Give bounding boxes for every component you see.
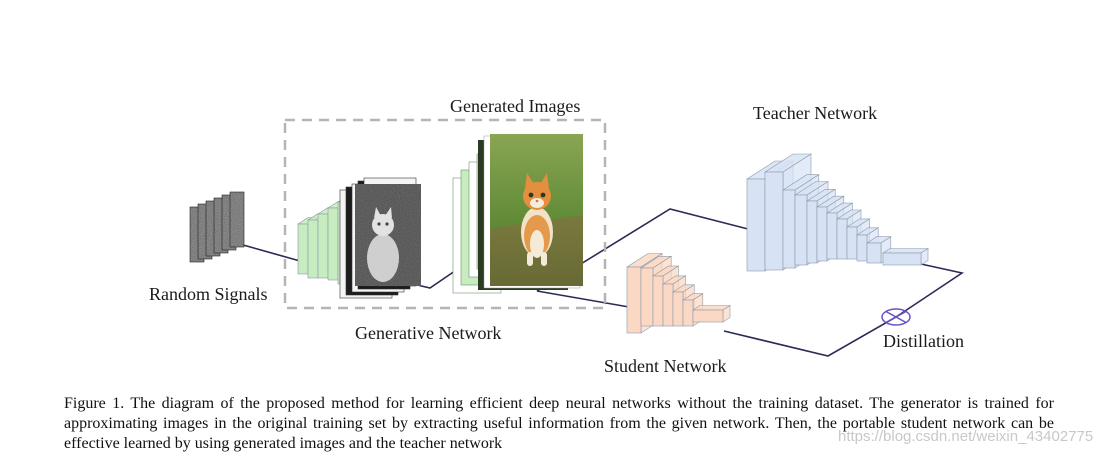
generated-cat-images [452, 134, 583, 294]
distillation-label: Distillation [883, 331, 964, 351]
distillation-symbol [881, 308, 911, 326]
figure-caption: Figure 1. The diagram of the proposed me… [64, 395, 1054, 452]
random-signals-icon [189, 191, 245, 263]
student-to-distillation-line [723, 316, 897, 357]
signal-to-generator-line [235, 242, 301, 262]
teacher-layer [881, 247, 930, 266]
generated-images-label: Generated Images [450, 96, 581, 116]
kitten-icon [521, 173, 553, 266]
teacher-network-label: Teacher Network [753, 103, 878, 123]
student-network-label: Student Network [604, 356, 727, 376]
teacher-network-layers [745, 153, 930, 272]
images-to-student-line [536, 290, 630, 308]
student-layer [691, 304, 732, 323]
method-diagram [189, 118, 965, 357]
random-signals-label: Random Signals [149, 284, 268, 304]
cat-silhouette-gray [367, 207, 399, 282]
teacher-to-distillation-line [895, 263, 965, 318]
generative-network-label: Generative Network [355, 323, 502, 343]
generative-network-box [283, 118, 607, 310]
grayscale-cat-images [339, 177, 421, 299]
watermark-text: https://blog.csdn.net/weixin_43402775 [838, 428, 1094, 445]
student-network-layers [625, 252, 732, 334]
